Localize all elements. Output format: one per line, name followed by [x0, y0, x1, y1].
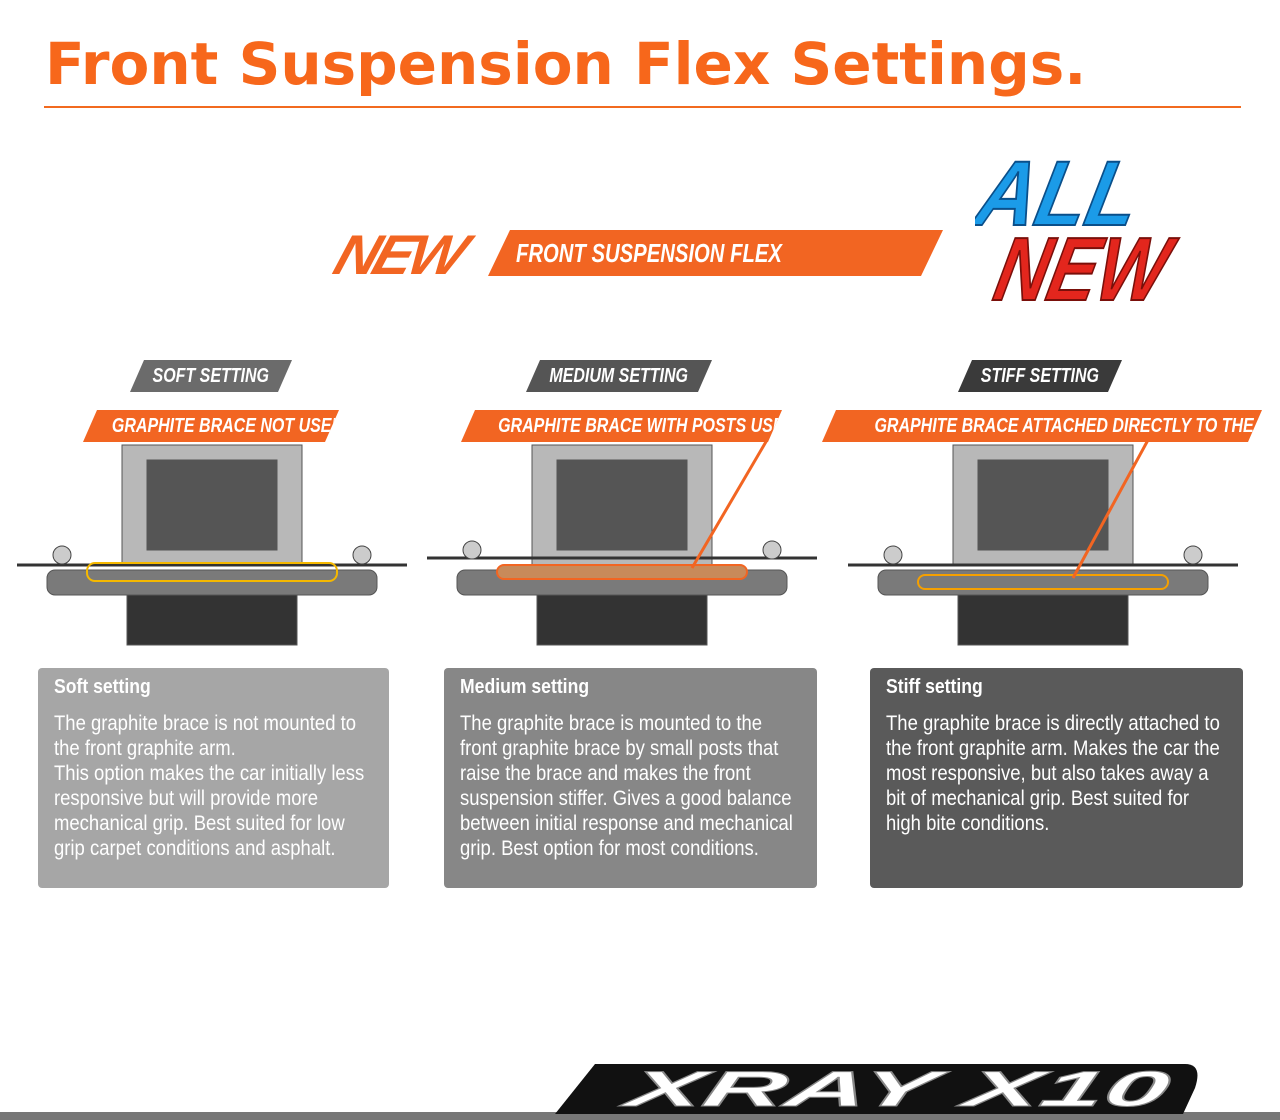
subtag-label: GRAPHITE BRACE WITH POSTS USED	[498, 415, 796, 437]
medium-subtag: GRAPHITE BRACE WITH POSTS USED	[461, 410, 782, 442]
medium-setting-card: Medium setting The graphite brace is mou…	[444, 668, 817, 888]
tag-label: SOFT SETTING	[152, 365, 270, 387]
tag-label: MEDIUM SETTING	[549, 365, 689, 387]
footer-bar	[0, 1112, 1280, 1120]
stiff-subtag: GRAPHITE BRACE ATTACHED DIRECTLY TO THE …	[822, 410, 1262, 442]
xray-x10-logo: XRAY X10	[555, 1060, 1198, 1117]
card-heading: Medium setting	[460, 676, 590, 698]
card-text: The graphite brace is mounted to the fro…	[460, 712, 793, 860]
card-text: The graphite brace is directly attached …	[886, 712, 1220, 835]
medium-setting-tag: MEDIUM SETTING	[526, 360, 712, 392]
medium-chassis-image	[427, 440, 817, 646]
card-text: The graphite brace is not mounted to the…	[54, 712, 365, 860]
soft-setting-tag: SOFT SETTING	[130, 360, 292, 392]
stiff-chassis-image	[848, 440, 1238, 646]
new-label: NEW	[326, 223, 472, 286]
stiff-setting-tag: STIFF SETTING	[958, 360, 1122, 392]
subtag-label: GRAPHITE BRACE ATTACHED DIRECTLY TO THE …	[874, 415, 1280, 437]
all-new-badge: ALL NEW	[975, 141, 1185, 310]
feature-banner-label: FRONT SUSPENSION FLEX SETTING	[516, 238, 782, 314]
soft-subtag: GRAPHITE BRACE NOT USED	[83, 410, 339, 442]
badge-new: NEW	[987, 220, 1184, 310]
soft-setting-card: Soft setting The graphite brace is not m…	[38, 668, 389, 888]
badge-all: ALL	[975, 142, 1150, 245]
feature-banner: FRONT SUSPENSION FLEX SETTING	[488, 230, 943, 276]
subtag-label: GRAPHITE BRACE NOT USED	[111, 415, 344, 437]
logo-text: XRAY X10	[615, 1061, 1177, 1117]
card-heading: Soft setting	[54, 676, 151, 698]
page-title: Front Suspension Flex Settings.	[45, 30, 1087, 98]
tag-label: STIFF SETTING	[980, 365, 1100, 387]
stiff-setting-card: Stiff setting The graphite brace is dire…	[870, 668, 1243, 888]
card-heading: Stiff setting	[886, 676, 983, 698]
title-divider	[44, 106, 1241, 108]
soft-chassis-image	[17, 444, 407, 646]
